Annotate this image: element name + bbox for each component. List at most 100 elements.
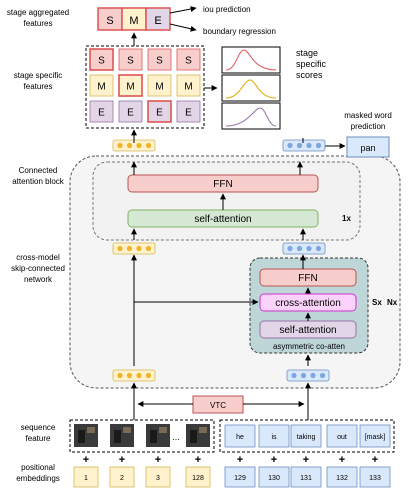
stage-grid-cell	[118, 100, 143, 123]
token-dot	[291, 372, 297, 379]
label-connected-1: Connected	[19, 166, 58, 175]
stage-grid-cell-label: E	[185, 108, 192, 119]
token-dot	[315, 245, 322, 252]
plus-sign: +	[119, 454, 125, 466]
stage-grid-cell-label: E	[127, 108, 134, 119]
plus-sign: +	[155, 454, 161, 466]
token-dot-groups	[112, 139, 330, 382]
word-token-box	[359, 424, 391, 448]
masked-word-label-1: masked word	[344, 111, 392, 120]
label-cross-model-1: cross-model	[16, 253, 60, 262]
video-position-box	[185, 466, 211, 488]
label-sequence-1: sequence	[21, 423, 56, 432]
word-token-box	[290, 424, 322, 448]
bottom-right-tokens	[286, 369, 330, 382]
stage-grid-cell	[147, 74, 172, 97]
label-cross-model-3: network	[24, 275, 53, 284]
video-position-box	[109, 466, 135, 488]
token-dot	[319, 372, 326, 379]
text-position-label: 133	[369, 475, 381, 482]
coatten-ffn-box	[259, 268, 357, 287]
agg-cell-e-label: E	[154, 15, 161, 27]
token-dot	[136, 245, 142, 252]
boundary-arrow	[169, 23, 197, 32]
token-dot	[126, 142, 133, 149]
boundary-label: boundary regression	[203, 27, 276, 36]
frames-ellipsis: ...	[172, 432, 180, 442]
stage-grid-cell	[89, 48, 114, 71]
video-frame-light	[199, 427, 207, 433]
label-stage-aggregated-2: features	[24, 19, 53, 28]
word-token-label: taking	[297, 434, 316, 441]
token-dot	[136, 372, 142, 379]
coatten-ffn-label: FFN	[298, 273, 317, 284]
text-position-label: 131	[300, 475, 312, 482]
label-cross-model-2: skip-connected	[11, 264, 65, 273]
scores-label-3: scores	[296, 70, 323, 80]
token-dot	[287, 142, 293, 149]
stage-grid-cell	[118, 48, 143, 71]
video-frame-light	[159, 427, 167, 433]
stage-grid-cell	[118, 74, 143, 97]
token-dot	[306, 142, 312, 149]
token-dot	[300, 372, 307, 379]
token-dot	[126, 372, 133, 379]
mid-right-tokens	[282, 242, 326, 255]
stage-scores-panel	[221, 46, 281, 130]
mid-left-tokens	[112, 242, 156, 255]
stage-grid-cell-label: E	[98, 108, 105, 119]
stage-grid-cell-label: S	[185, 56, 192, 67]
score-curve-m	[225, 79, 277, 99]
top-right-tokens	[282, 139, 326, 152]
stage-grid-cell-label: M	[126, 82, 134, 93]
word-token-box	[258, 424, 290, 448]
token-dot	[287, 245, 293, 252]
stage-grid-cell-label: M	[97, 82, 105, 93]
agg-cell-s-label: S	[106, 15, 113, 27]
connected-attention-container	[92, 161, 361, 241]
iou-arrow	[169, 6, 197, 14]
agg-cell-e	[145, 7, 171, 31]
score-curve-s	[225, 49, 277, 71]
video-frame-figure	[150, 430, 157, 443]
video-frame-light	[123, 427, 131, 433]
token-dot	[310, 372, 316, 379]
video-frame-figure	[190, 430, 197, 443]
masked-word-box	[346, 136, 390, 158]
token-dot	[126, 245, 133, 252]
connected-ffn-label: FFN	[213, 179, 232, 190]
plus-sign: +	[372, 454, 378, 466]
stage-grid-cell	[89, 74, 114, 97]
connected-repeat-label: 1x	[342, 214, 351, 223]
video-position-label: 3	[156, 475, 160, 482]
word-token-label: [mask]	[365, 434, 386, 441]
stage-aggregated-row: S M E	[97, 7, 171, 31]
stage-grid-cell	[147, 100, 172, 123]
plus-sign: +	[271, 454, 277, 466]
scores-label-1: stage	[296, 48, 318, 58]
stage-grid-cell	[176, 100, 201, 123]
text-position-label: 132	[336, 475, 348, 482]
score-box-e	[221, 102, 281, 130]
stage-grid-cell	[176, 48, 201, 71]
stage-grid-cell-label: S	[98, 56, 105, 67]
label-stage-specific-1: stage specific	[14, 71, 62, 80]
text-position-label: 129	[234, 475, 246, 482]
stage-grid-cell	[176, 74, 201, 97]
label-sequence-2: feature	[26, 434, 51, 443]
video-position-box	[145, 466, 171, 488]
token-dot	[306, 245, 312, 252]
coatten-self-attention-label: self-attention	[279, 325, 336, 336]
coatten-cross-attention-label: cross-attention	[275, 298, 341, 309]
label-stage-specific-2: features	[24, 82, 53, 91]
masked-word-label-2: prediction	[351, 122, 386, 131]
coatten-caption: asymmetric co-atten	[273, 342, 345, 351]
stage-grid-cell	[89, 100, 114, 123]
label-stage-aggregated-1: stage aggregated	[7, 8, 69, 17]
text-position-box	[359, 466, 391, 488]
masked-word-token: pan	[360, 143, 375, 153]
token-dot	[117, 372, 123, 379]
